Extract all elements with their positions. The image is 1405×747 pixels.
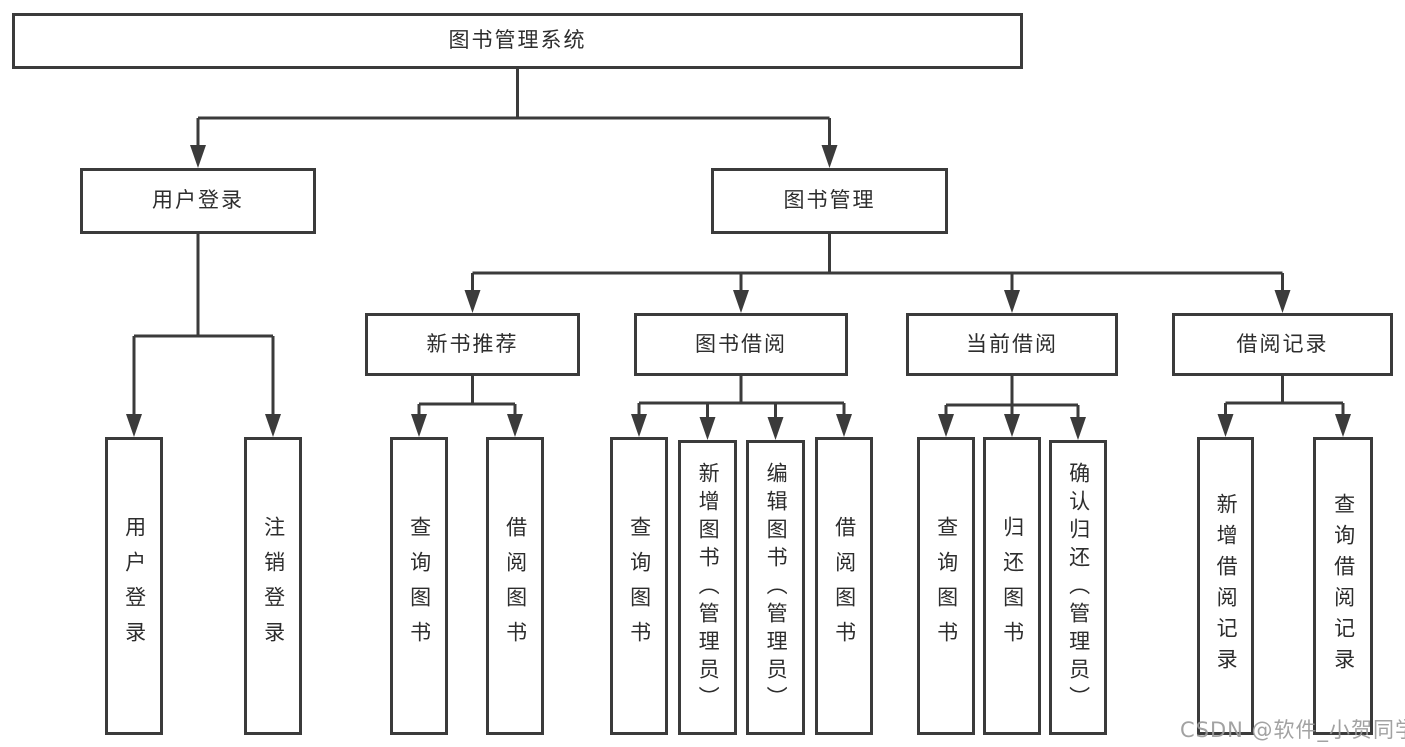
arrowhead-cb-confirm-return <box>1070 417 1086 440</box>
node-rec-borrow-books: 借阅图书 <box>486 437 544 735</box>
node-logout: 注销登录 <box>244 437 302 735</box>
arrowhead-cb-query-books <box>938 414 954 437</box>
node-borrow-records: 借阅记录 <box>1172 313 1393 376</box>
watermark: CSDN @软件_小贺同学 <box>1180 718 1405 742</box>
arrowhead-br-add-record <box>1217 414 1234 437</box>
arrowhead-borrow-records <box>1274 290 1291 313</box>
arrowhead-new-book-rec <box>464 290 481 313</box>
node-book-mgmt: 图书管理 <box>711 168 948 234</box>
arrowhead-login <box>126 414 142 437</box>
node-book-borrow: 图书借阅 <box>634 313 848 376</box>
arrowhead-book-mgmt <box>821 145 838 168</box>
node-br-query-record: 查询借阅记录 <box>1313 437 1373 735</box>
node-current-borrow: 当前借阅 <box>906 313 1118 376</box>
node-bb-borrow-books: 借阅图书 <box>815 437 873 735</box>
arrowhead-rec-query-books <box>411 414 427 437</box>
arrowhead-cb-return-books <box>1004 414 1020 437</box>
node-login: 用户登录 <box>105 437 163 735</box>
arrowhead-logout <box>265 414 281 437</box>
node-br-add-record: 新增借阅记录 <box>1197 437 1254 735</box>
arrowhead-bb-add-books <box>699 417 716 440</box>
node-rec-query-books: 查询图书 <box>390 437 448 735</box>
node-cb-return-books: 归还图书 <box>983 437 1041 735</box>
arrowhead-br-query-record <box>1335 414 1351 437</box>
arrowhead-rec-borrow-books <box>507 414 523 437</box>
arrowhead-bb-edit-books <box>767 417 784 440</box>
node-bb-query-books: 查询图书 <box>610 437 668 735</box>
node-user-login: 用户登录 <box>80 168 316 234</box>
node-root: 图书管理系统 <box>12 13 1023 69</box>
arrowhead-bb-query-books <box>631 414 647 437</box>
node-cb-confirm-return: 确认归还（管理员） <box>1049 440 1107 735</box>
arrowhead-current-borrow <box>1004 290 1020 313</box>
arrowhead-book-borrow <box>733 290 749 313</box>
node-cb-query-books: 查询图书 <box>917 437 975 735</box>
node-new-book-rec: 新书推荐 <box>365 313 580 376</box>
node-bb-edit-books: 编辑图书（管理员） <box>746 440 805 735</box>
arrowhead-bb-borrow-books <box>836 414 852 437</box>
arrowhead-user-login <box>190 145 206 168</box>
node-bb-add-books: 新增图书（管理员） <box>678 440 737 735</box>
